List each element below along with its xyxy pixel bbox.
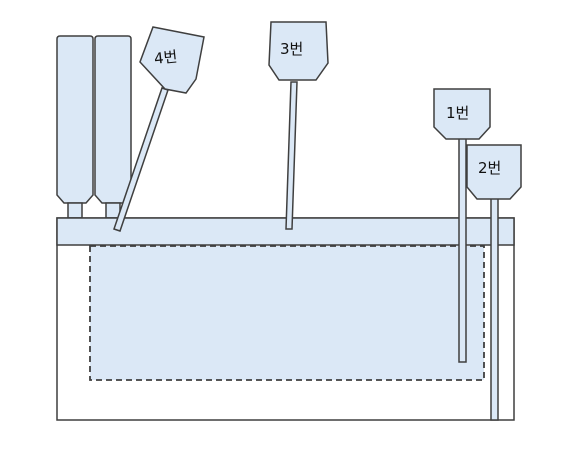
probe-4-label: 4번 [153, 47, 178, 67]
probe-1 [433, 88, 491, 363]
inner-dashed-area [89, 245, 485, 381]
bottle-right [94, 35, 132, 219]
bottle-left [56, 35, 94, 219]
probe-3 [268, 21, 329, 230]
probe-2-label: 2번 [478, 159, 501, 177]
probe-2 [466, 144, 522, 421]
probe-3-label: 3번 [280, 40, 303, 58]
probe-4-head [139, 26, 205, 94]
probe-1-head [433, 88, 491, 140]
probe-1-label: 1번 [446, 104, 469, 122]
probe-2-head [466, 144, 522, 200]
probe-4 [113, 26, 205, 232]
probe-3-head [268, 21, 329, 81]
